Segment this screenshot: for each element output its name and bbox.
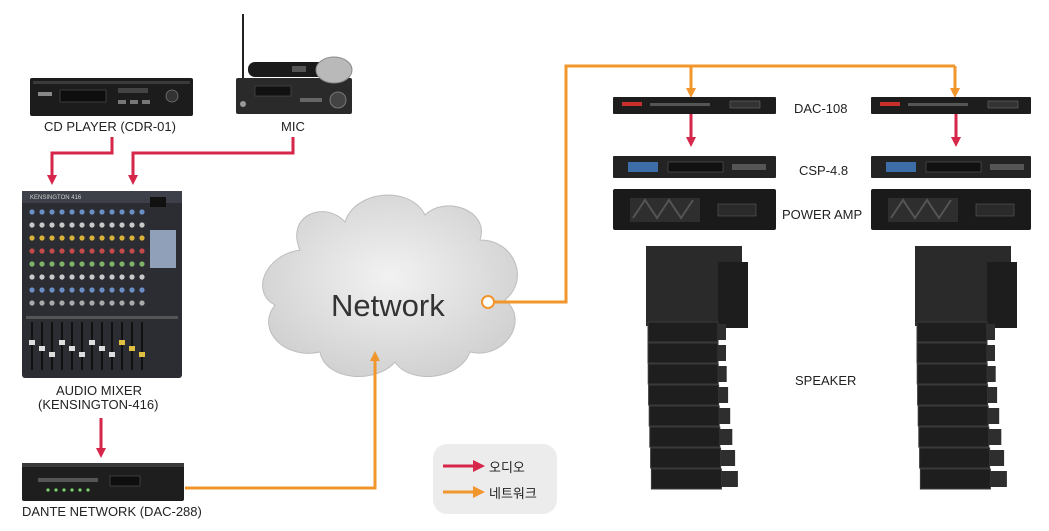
audio-mixer-label: AUDIO MIXER [56,383,142,398]
legend-audio-label: 오디오 [489,460,525,476]
network-line-dante-to-cloud [185,351,380,490]
speaker-label: SPEAKER [795,373,857,388]
audio-line-cd-to-mixer [47,137,114,185]
legend-network-label: 네트워크 [489,486,537,502]
legend-item-audio: 오디오 [441,456,525,476]
csp-unit-left [613,156,776,178]
orange-arrow-icon [443,486,485,498]
mixer-brand-label: KENSINGTON 416 [30,195,82,201]
mic-label: MIC [281,119,305,134]
legend-item-network: 네트워크 [441,482,537,502]
dac-unit-right [871,97,1031,114]
network-connections [185,64,960,490]
mic-receiver-device [236,14,352,114]
power-amp-label: POWER AMP [782,207,863,222]
legend: 오디오 네트워크 [433,444,557,514]
dac-label: DAC-108 [794,101,848,116]
network-cloud-label: Network [331,288,445,323]
csp-unit-right [871,156,1031,178]
speaker-array-left [646,246,748,490]
cd-player-label: CD PLAYER (CDR-01) [44,119,176,134]
csp-label: CSP-4.8 [799,163,849,178]
network-port-icon [481,295,495,309]
audio-connections [47,113,961,458]
audio-mixer-model-label: (KENSINGTON-416) [38,397,159,412]
red-arrow-icon [443,460,485,472]
dante-network-label: DANTE NETWORK (DAC-288) [22,504,202,519]
audio-mixer-device [22,191,182,378]
audio-line-mic-to-mixer [128,137,295,185]
network-line-cloud-to-dacs [494,64,955,304]
cd-player-device [30,78,193,116]
power-amp-unit-right [871,189,1031,230]
power-amp-unit-left [613,189,776,230]
dante-network-device [22,463,184,501]
speaker-array-right [915,246,1017,490]
microphone-icon [248,56,353,84]
dac-unit-left [613,97,776,114]
network-cloud [262,194,518,377]
